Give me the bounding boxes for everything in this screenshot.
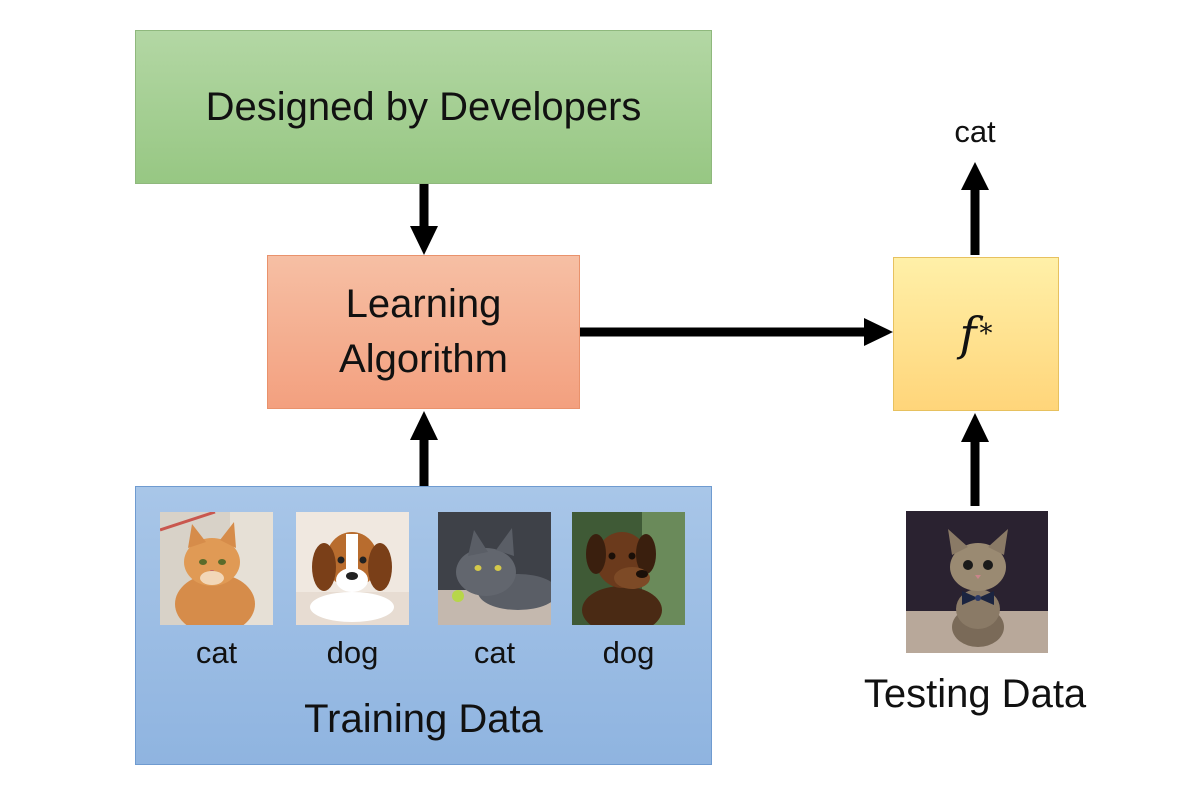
kitten-with-bowtie-photo [906,511,1048,653]
arrow-training-to-learning [410,411,438,486]
training-label-2: dog [326,635,379,670]
learning-algorithm-line2: Algorithm [339,337,508,381]
gray-cat-photo [438,512,551,625]
designed-by-developers-label: Designed by Developers [205,84,642,129]
function-symbol: f [959,307,977,361]
testing-data-title: Testing Data [863,672,1087,716]
arrow-function-to-output [961,162,989,255]
brown-dog-photo [572,512,685,625]
arrow-designed-to-learning [410,184,438,255]
arrow-learning-to-function [580,318,893,346]
orange-tabby-cat-photo [160,512,273,625]
function-superscript: * [979,319,993,349]
function-f-star-box: f* [893,257,1059,411]
training-data-title: Training Data [304,697,543,741]
arrow-testing-to-function [961,413,989,506]
learning-algorithm-line1: Learning [345,282,502,326]
output-label: cat [954,114,996,149]
learning-algorithm-box: Learning Algorithm [267,255,580,409]
training-label-1: cat [195,635,238,670]
training-label-3: cat [473,635,516,670]
training-label-4: dog [602,635,655,670]
training-data-box: cat dog cat do [135,486,712,765]
designed-by-developers-box: Designed by Developers [135,30,712,184]
beagle-puppy-photo [296,512,409,625]
